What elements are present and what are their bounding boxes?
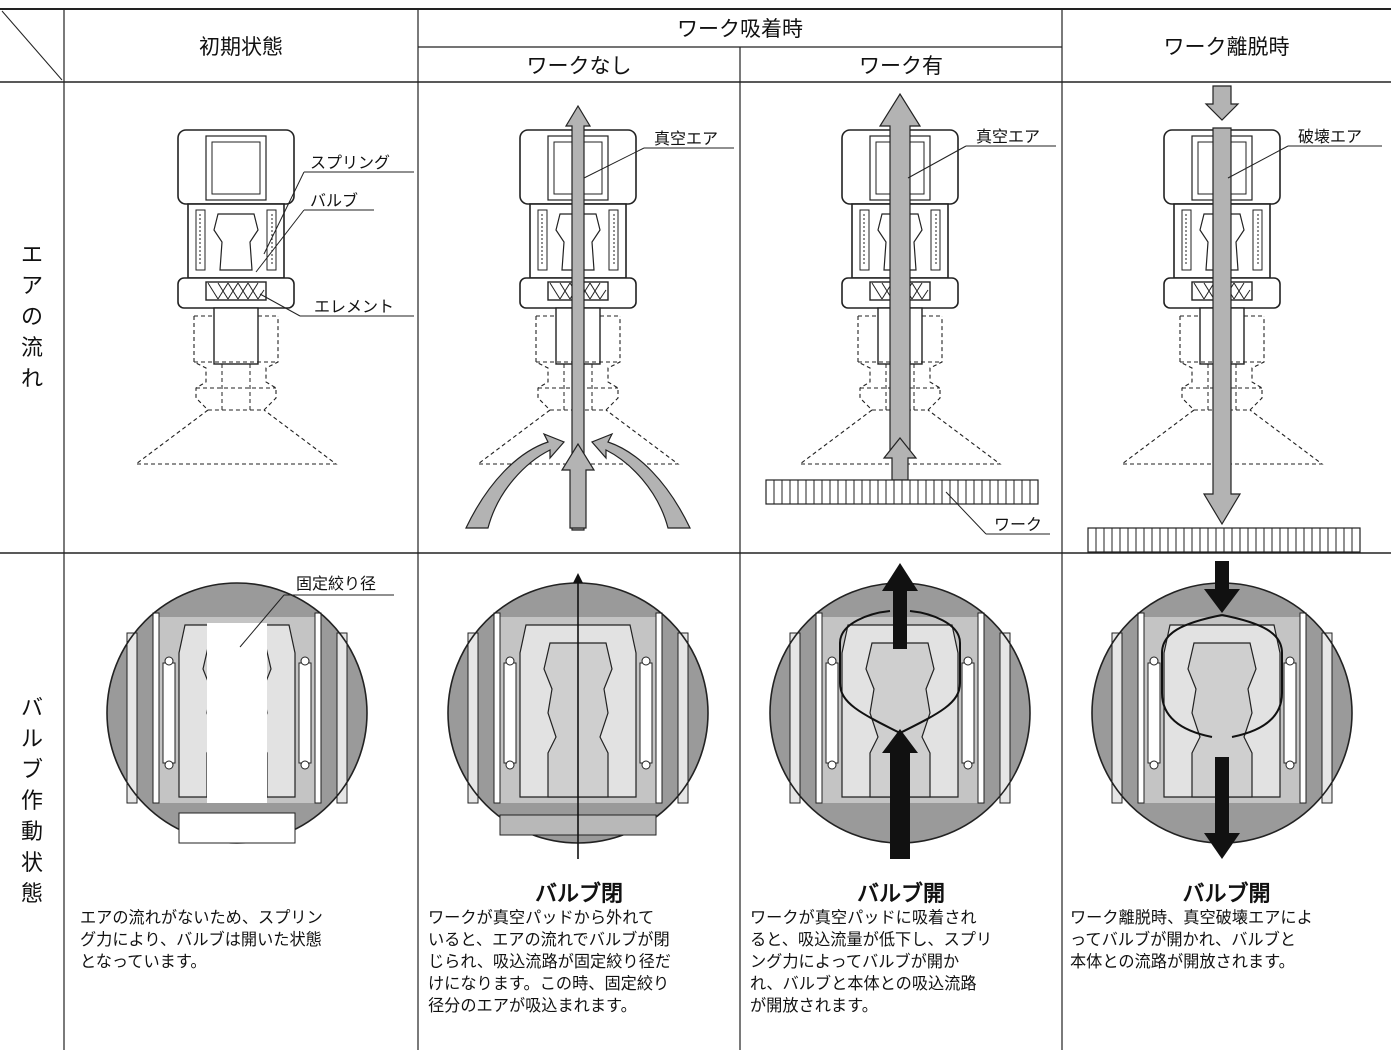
description-initial: エアの流れがないため、スプリン グ力により、バルブは開いた状態 となっています。: [80, 907, 414, 973]
valve-state-with-work: バルブ開: [856, 882, 945, 907]
row-label-char: 動: [20, 820, 43, 845]
row-label-char: ブ: [20, 758, 43, 783]
description-line: が開放されます。: [750, 996, 878, 1015]
description-line: 径分のエアが吸込まれます。: [428, 996, 637, 1015]
description-line: グ力により、バルブは開いた状態: [80, 930, 322, 949]
description-line: ワークが真空パッドから外れて: [428, 908, 655, 927]
description-line: 本体との流路が開放されます。: [1070, 952, 1295, 971]
description-line: ると、吸込流量が低下し、スプリ: [750, 930, 993, 949]
break-air-label: 破壊エア: [1298, 127, 1362, 146]
row-label-char: 態: [20, 882, 43, 907]
description-line: じられ、吸込流路が固定絞り径だ: [428, 952, 671, 971]
header-no-work: ワークなし: [526, 53, 632, 78]
row-label-valve-state: バ ル ブ 作 動 状 態: [0, 553, 64, 1050]
element-label: エレメント: [314, 297, 394, 316]
vacuum-air-label: 真空エア: [654, 129, 718, 148]
description-line: れ、バルブと本体との吸込流路: [750, 974, 977, 993]
row-label-char: エ: [20, 243, 43, 268]
break-arrow-top: [1204, 85, 1240, 121]
air-flow-no-work-diagram: 真空エア: [465, 104, 734, 531]
header-work-release: ワーク離脱時: [1163, 34, 1290, 59]
description-with-work: ワークが真空パッドに吸着され ると、吸込流量が低下し、スプリ ング力によってバル…: [750, 907, 1060, 1017]
description-release: ワーク離脱時、真空破壊エアによ ってバルブが開かれ、バルブと 本体との流路が開放…: [1070, 907, 1388, 973]
valve-detail-with-work: [769, 563, 1031, 859]
valve-detail-no-work: [447, 573, 709, 859]
valve-label: バルブ: [310, 191, 358, 210]
description-line: となっています。: [80, 952, 207, 971]
row-label-char: 作: [20, 789, 43, 814]
description-line: ワークが真空パッドに吸着され: [750, 908, 977, 927]
row-label-char: れ: [20, 367, 43, 392]
valve-detail-initial: 固定絞り径: [106, 574, 394, 844]
description-line: けになります。この時、固定絞り: [428, 974, 670, 993]
header-initial-state: 初期状態: [199, 34, 283, 59]
description-line: エアの流れがないため、スプリン: [80, 908, 323, 927]
description-line: いると、エアの流れでバルブが閉: [428, 930, 670, 949]
air-flow-with-work-diagram: ワーク 真空エア: [765, 92, 1056, 535]
description-no-work: ワークが真空パッドから外れて いると、エアの流れでバルブが閉 じられ、吸込流路が…: [428, 907, 738, 1017]
row-label-char: バ: [20, 696, 43, 721]
header-work-suction: ワーク吸着時: [677, 17, 803, 41]
work-label: ワーク: [994, 515, 1042, 534]
row-label-char: 状: [20, 851, 43, 876]
flow-arrow-center: [878, 92, 922, 453]
row-label-char: ル: [20, 727, 43, 752]
valve-state-no-work: バルブ閉: [534, 882, 623, 907]
suction-arrow-small: [882, 437, 918, 481]
row-label-char: ア: [20, 274, 43, 299]
valve-detail-release: [1091, 561, 1353, 859]
break-arrow-center: [1202, 127, 1242, 526]
suction-arrow-left: [465, 432, 566, 529]
header-with-work: ワーク有: [859, 53, 943, 78]
row-label-char: 流: [20, 336, 43, 361]
description-line: ング力によってバルブが開か: [750, 952, 960, 971]
air-flow-initial-diagram: スプリング バルブ エレメント: [135, 129, 414, 465]
description-line: ってバルブが開かれ、バルブと: [1070, 930, 1296, 949]
vacuum-air-label: 真空エア: [976, 127, 1040, 146]
suction-arrow-middle: [560, 442, 596, 529]
spring-label: スプリング: [310, 153, 390, 172]
description-line: ワーク離脱時、真空破壊エアによ: [1070, 908, 1313, 927]
air-flow-release-diagram: 破壊エア: [1087, 85, 1382, 553]
suction-arrow-right: [590, 432, 691, 529]
valve-state-release: バルブ開: [1182, 882, 1271, 907]
row-label-char: の: [20, 305, 43, 330]
fixed-orifice-label: 固定絞り径: [296, 574, 376, 593]
row-label-air-flow: エ ア の 流 れ: [0, 82, 64, 553]
